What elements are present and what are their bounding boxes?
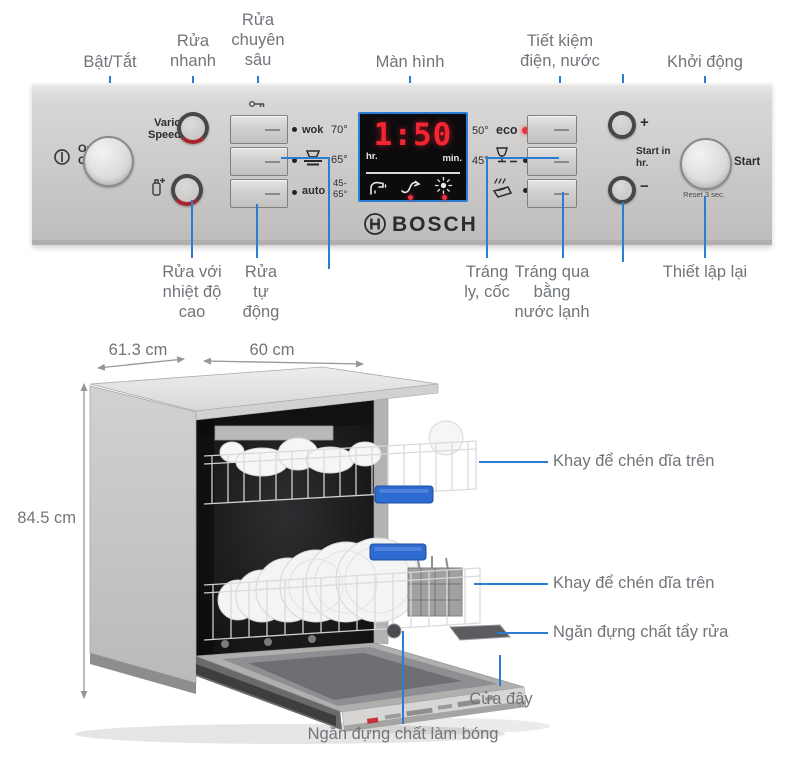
callout-line <box>256 204 258 258</box>
callout-line <box>562 192 564 258</box>
power-icon <box>54 149 70 165</box>
rinse-spray-icon <box>492 178 513 198</box>
callout-line <box>281 157 330 159</box>
control-panel: On Off Vario Speed wok <box>32 83 772 245</box>
annotation-rinse-aid-dispenser: Ngăn đựng chất làm bóng <box>307 725 499 743</box>
vario-speed-button[interactable] <box>177 112 209 144</box>
display-min-label: min. <box>442 153 462 164</box>
annotation-reset: Thiết lập lại <box>662 263 748 281</box>
key-icon <box>248 100 265 108</box>
program-button-auto[interactable] <box>230 179 288 208</box>
indicator-dot <box>523 158 528 163</box>
dimension-width: 60 cm <box>249 341 295 359</box>
program-button-cold-rinse[interactable] <box>527 179 577 208</box>
dimension-depth: 61.3 cm <box>108 341 168 359</box>
start-label: Start <box>734 156 761 168</box>
callout-line <box>474 583 548 585</box>
hygiene-plus-button[interactable] <box>171 174 203 206</box>
eco-label: eco <box>496 123 518 137</box>
callout-line <box>487 157 559 159</box>
brand-logo: BOSCH <box>392 213 478 236</box>
eco-temp: 50° <box>472 125 489 137</box>
annotation-cold-rinse: Tráng qua bằng nước lạnh <box>514 263 590 321</box>
callout-line <box>704 196 706 258</box>
callout-line <box>486 157 488 258</box>
program-wok-label: wok <box>302 124 324 136</box>
rinse45-temp: 45° <box>472 155 489 167</box>
callout-line <box>622 202 624 262</box>
callout-line <box>479 461 548 463</box>
vario-speed-label: Vario Speed <box>147 117 181 141</box>
program-button-wok[interactable] <box>230 115 288 144</box>
annotation-intensive-wash: Rửa chuyên sâu <box>231 11 285 69</box>
annotation-detergent-dispenser: Ngăn đựng chất tẩy rửa <box>553 623 729 641</box>
callout-line <box>328 157 330 269</box>
indicator-dot <box>292 127 297 132</box>
display-time: 1:50 <box>373 117 453 153</box>
faucet-icon <box>370 181 387 195</box>
annotation-power: Bật/Tắt <box>83 53 137 71</box>
annotation-auto-wash: Rửa tự động <box>242 263 280 321</box>
delay-minus-button[interactable] <box>608 176 636 204</box>
callout-line <box>191 200 193 258</box>
annotation-quick-wash: Rửa nhanh <box>170 32 216 70</box>
program-auto-label: auto <box>302 185 326 197</box>
annotation-high-temp-wash: Rửa với nhiệt độ cao <box>162 263 222 321</box>
program-auto-temp: 45- 65° <box>333 178 348 200</box>
annotation-glass-rinse: Tráng ly, cốc <box>464 263 510 301</box>
program-glass-temp: 65° <box>331 154 348 166</box>
power-button[interactable] <box>83 136 134 187</box>
callout-line <box>499 655 501 686</box>
bosch-emblem-icon <box>364 213 386 235</box>
delay-plus-button[interactable] <box>608 111 636 139</box>
eco-indicator <box>522 127 529 134</box>
annotation-start: Khởi động <box>667 53 743 71</box>
annotation-eco: Tiết kiệm điện, nước <box>520 32 600 70</box>
display-hr-label: hr. <box>366 151 378 162</box>
annotation-door: Cửa đậy <box>469 690 533 708</box>
program-wok-temp: 70° <box>331 124 348 136</box>
callout-line <box>402 631 404 724</box>
callout-line <box>497 632 548 634</box>
annotation-lower-rack: Khay để chén dĩa trên <box>553 574 715 592</box>
indicator-dot <box>292 158 297 163</box>
program-button-eco[interactable] <box>527 115 577 144</box>
program-button-rinse-45[interactable] <box>527 147 577 176</box>
start-button[interactable] <box>680 138 732 190</box>
status-dot <box>408 195 413 200</box>
dishwasher-illustration <box>75 356 550 744</box>
minus-label: − <box>640 178 649 195</box>
display-screen: hr. 1:50 min. <box>358 112 468 202</box>
dimension-height: 84.5 cm <box>17 509 76 527</box>
reset-label: Reset 3 sec. <box>683 190 725 199</box>
sun-icon <box>434 176 453 195</box>
status-dot <box>442 195 447 200</box>
refresh-icon <box>401 180 421 194</box>
bottle-plus-icon <box>152 178 165 196</box>
display-divider <box>366 172 460 174</box>
indicator-dot <box>292 190 297 195</box>
indicator-dot <box>523 188 528 193</box>
plus-label: + <box>640 114 649 131</box>
program-button-glass-65[interactable] <box>230 147 288 176</box>
start-in-hr-label: Start in hr. <box>636 146 671 169</box>
annotation-display: Màn hình <box>375 53 445 71</box>
annotation-upper-rack: Khay để chén dĩa trên <box>553 452 715 470</box>
